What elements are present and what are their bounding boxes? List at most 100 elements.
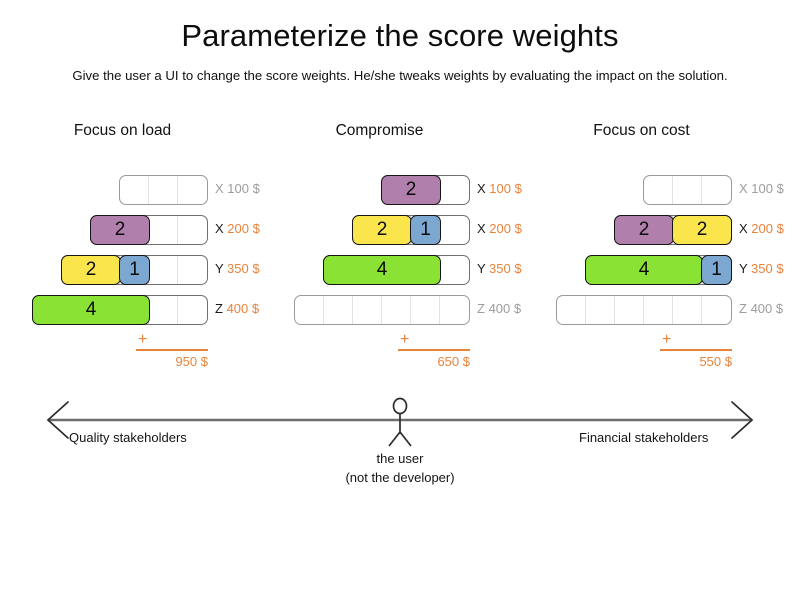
row-label: X 100 $ bbox=[477, 181, 522, 196]
slider-cell[interactable] bbox=[673, 296, 702, 324]
segment-purple[interactable]: 2 bbox=[381, 175, 441, 205]
scenario-title: Compromise bbox=[335, 122, 424, 139]
total-sum-value: 550 $ bbox=[699, 354, 732, 369]
slider-cell[interactable] bbox=[324, 296, 353, 324]
slider-cell[interactable] bbox=[673, 176, 702, 204]
slider-cell[interactable] bbox=[382, 296, 411, 324]
slider-cell[interactable] bbox=[178, 176, 207, 204]
slider-cell[interactable] bbox=[178, 256, 207, 284]
arrowhead-left-icon bbox=[46, 401, 69, 439]
row-label: Z 400 $ bbox=[477, 301, 521, 316]
segment-green[interactable]: 4 bbox=[32, 295, 150, 325]
segment-purple[interactable]: 2 bbox=[614, 215, 674, 245]
row-label: X 200 $ bbox=[477, 221, 522, 236]
total-block: +950 $ bbox=[136, 331, 208, 369]
scenario-title: Focus on cost bbox=[593, 122, 690, 139]
row-label-amount: 100 $ bbox=[747, 181, 784, 196]
row-label: Y 350 $ bbox=[215, 261, 260, 276]
total-block: +550 $ bbox=[660, 332, 732, 369]
row-label-key: X bbox=[215, 181, 224, 196]
slider-cell[interactable] bbox=[440, 256, 469, 284]
segment-blue[interactable]: 1 bbox=[119, 255, 150, 285]
row-label-amount: 200 $ bbox=[747, 221, 784, 236]
slider-cell[interactable] bbox=[295, 296, 324, 324]
row-label-key: X bbox=[739, 181, 748, 196]
row-label: Z 400 $ bbox=[739, 301, 783, 316]
row-label-amount: 350 $ bbox=[485, 261, 522, 276]
slider-cell[interactable] bbox=[178, 296, 207, 324]
weight-row: X 100 $ bbox=[541, 170, 787, 210]
weight-segments: 2 bbox=[381, 175, 441, 205]
total-block: +650 $ bbox=[398, 332, 470, 369]
row-label-key: X bbox=[739, 221, 748, 236]
arrowhead-right-icon bbox=[731, 401, 754, 439]
row-label-amount: 100 $ bbox=[223, 181, 260, 196]
weight-slider-track[interactable] bbox=[643, 175, 732, 205]
weight-row: 2 X 100 $ bbox=[279, 170, 525, 210]
page-subtitle: Give the user a UI to change the score w… bbox=[72, 68, 728, 83]
user-caption-line-1: the user bbox=[376, 451, 424, 466]
slider-cell[interactable] bbox=[149, 256, 178, 284]
slider-cell[interactable] bbox=[644, 296, 673, 324]
stick-figure-user-icon bbox=[388, 397, 412, 447]
slider-cell[interactable] bbox=[615, 296, 644, 324]
slider-cell[interactable] bbox=[440, 216, 469, 244]
segment-yellow[interactable]: 2 bbox=[672, 215, 732, 245]
row-label-key: Y bbox=[477, 261, 486, 276]
segment-yellow[interactable]: 2 bbox=[61, 255, 121, 285]
weight-row: Z 400 $ bbox=[541, 290, 787, 330]
segment-blue[interactable]: 1 bbox=[410, 215, 441, 245]
row-label-amount: 400 $ bbox=[746, 301, 784, 316]
slider-cell[interactable] bbox=[586, 296, 615, 324]
slider-cell[interactable] bbox=[702, 296, 731, 324]
weight-row: X 100 $ bbox=[27, 170, 273, 210]
weight-slider-track[interactable] bbox=[556, 295, 732, 325]
slider-cell[interactable] bbox=[702, 176, 731, 204]
weight-row: 4 Y 350 $ bbox=[279, 250, 525, 290]
weight-row: Z 400 $ bbox=[279, 290, 525, 330]
slider-cell[interactable] bbox=[149, 216, 178, 244]
slider-cell[interactable] bbox=[440, 176, 469, 204]
slider-cell[interactable] bbox=[178, 216, 207, 244]
slider-cell[interactable] bbox=[557, 296, 586, 324]
row-label-amount: 400 $ bbox=[484, 301, 522, 316]
stakeholder-spectrum bbox=[46, 397, 754, 447]
slider-cell[interactable] bbox=[149, 296, 178, 324]
row-label-key: Z bbox=[739, 301, 747, 316]
segment-green[interactable]: 4 bbox=[323, 255, 441, 285]
row-label-key: Y bbox=[215, 261, 224, 276]
slider-cell[interactable] bbox=[353, 296, 382, 324]
slider-cell[interactable] bbox=[440, 296, 469, 324]
total-plus-sign: + bbox=[138, 331, 148, 348]
row-label: Y 350 $ bbox=[739, 261, 784, 276]
weight-slider-track[interactable] bbox=[119, 175, 208, 205]
row-label: Z 400 $ bbox=[215, 301, 259, 316]
segment-green[interactable]: 4 bbox=[585, 255, 703, 285]
row-label-amount: 200 $ bbox=[485, 221, 522, 236]
slider-cell[interactable] bbox=[149, 176, 178, 204]
row-label-key: X bbox=[215, 221, 224, 236]
row-label-amount: 350 $ bbox=[747, 261, 784, 276]
weight-segments: 4 bbox=[32, 295, 150, 325]
slider-cell[interactable] bbox=[644, 176, 673, 204]
slider-cell[interactable] bbox=[411, 296, 440, 324]
slider-cell[interactable] bbox=[120, 176, 149, 204]
spectrum-right-label: Financial stakeholders bbox=[579, 430, 709, 445]
segment-purple[interactable]: 2 bbox=[90, 215, 150, 245]
weight-segments: 2 bbox=[90, 215, 150, 245]
row-label: X 100 $ bbox=[215, 181, 260, 196]
weight-slider-track[interactable] bbox=[294, 295, 470, 325]
segment-yellow[interactable]: 2 bbox=[352, 215, 412, 245]
segment-blue[interactable]: 1 bbox=[701, 255, 732, 285]
